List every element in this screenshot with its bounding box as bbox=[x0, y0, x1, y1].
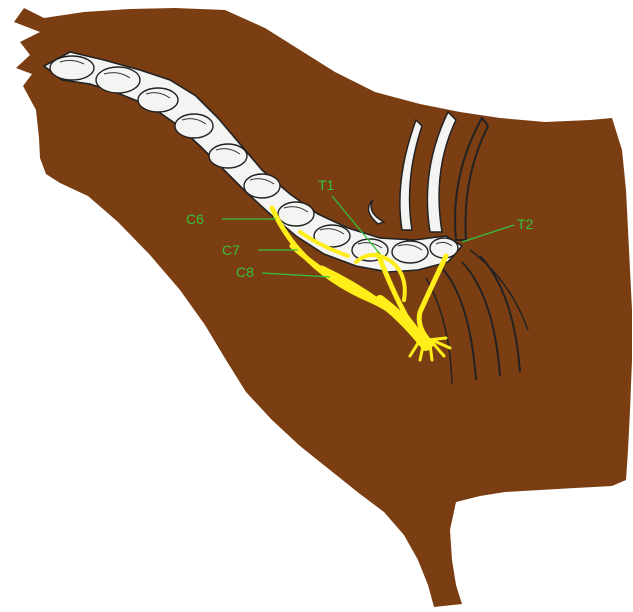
vertebra-5 bbox=[209, 144, 247, 168]
vertebra-6 bbox=[244, 174, 280, 198]
vertebra-7 bbox=[278, 202, 314, 226]
body-silhouette bbox=[14, 8, 632, 607]
label-c8: C8 bbox=[236, 264, 254, 280]
vertebra-4 bbox=[175, 114, 213, 138]
label-t1: T1 bbox=[318, 177, 335, 193]
vertebra-3 bbox=[138, 88, 178, 112]
vertebra-10 bbox=[392, 241, 428, 263]
label-c7: C7 bbox=[222, 242, 240, 258]
nerve-terminal-3 bbox=[430, 344, 432, 360]
label-t2: T2 bbox=[517, 216, 534, 232]
vertebra-2 bbox=[96, 67, 140, 93]
vertebra-atlas bbox=[50, 56, 94, 80]
nerve-terminal-6 bbox=[428, 338, 446, 340]
label-c6: C6 bbox=[186, 211, 204, 227]
